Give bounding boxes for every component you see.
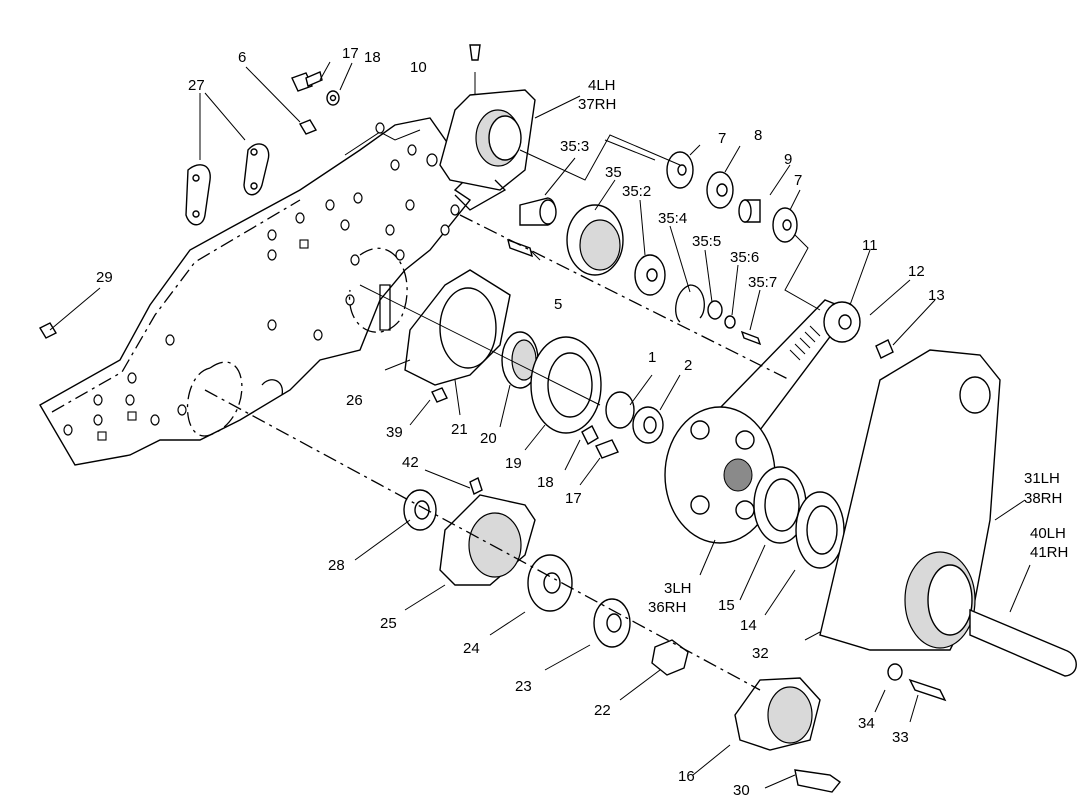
label-36rh: 36RH [648, 599, 686, 616]
label-17-mid: 17 [565, 490, 582, 507]
label-7-left: 7 [718, 130, 726, 147]
label-8: 8 [754, 127, 762, 144]
label-15: 15 [718, 597, 735, 614]
label-17-top: 17 [342, 45, 359, 62]
label-35-3: 35:3 [560, 138, 589, 155]
small-hardware [39, 71, 619, 459]
label-12: 12 [908, 263, 925, 280]
label-42: 42 [402, 454, 419, 471]
label-30: 30 [733, 782, 750, 799]
upper-shaft-parts [507, 151, 798, 346]
center-lines [204, 134, 821, 691]
label-9: 9 [784, 151, 792, 168]
label-29: 29 [96, 269, 113, 286]
label-16: 16 [678, 768, 695, 785]
label-13: 13 [928, 287, 945, 304]
label-35-5: 35:5 [692, 233, 721, 250]
leader-lines [49, 61, 1031, 789]
label-35: 35 [605, 164, 622, 181]
label-41rh: 41RH [1030, 544, 1068, 561]
drive-pulley [664, 406, 845, 569]
gear-cover [819, 349, 1077, 677]
label-31lh: 31LH [1024, 470, 1060, 487]
side-plate [39, 117, 472, 466]
label-39: 39 [386, 424, 403, 441]
label-5: 5 [554, 296, 562, 313]
label-25: 25 [380, 615, 397, 632]
label-14: 14 [740, 617, 757, 634]
clamp-halves [185, 143, 270, 226]
label-35-6: 35:6 [730, 249, 759, 266]
label-1: 1 [648, 349, 656, 366]
label-24: 24 [463, 640, 480, 657]
label-40lh: 40LH [1030, 525, 1066, 542]
lower-shaft-parts [403, 477, 947, 793]
label-21: 21 [451, 421, 468, 438]
label-20: 20 [480, 430, 497, 447]
label-35-2: 35:2 [622, 183, 651, 200]
label-26: 26 [346, 392, 363, 409]
label-6: 6 [238, 49, 246, 66]
label-2: 2 [684, 357, 692, 374]
label-35-4: 35:4 [658, 210, 687, 227]
label-18-top: 18 [364, 49, 381, 66]
label-19: 19 [505, 455, 522, 472]
label-7-right: 7 [794, 172, 802, 189]
label-28: 28 [328, 557, 345, 574]
label-34: 34 [858, 715, 875, 732]
label-10: 10 [410, 59, 427, 76]
label-33: 33 [892, 729, 909, 746]
label-22: 22 [594, 702, 611, 719]
label-35-7: 35:7 [748, 274, 777, 291]
label-18-mid: 18 [537, 474, 554, 491]
label-32: 32 [752, 645, 769, 662]
label-4lh: 4LH [588, 77, 616, 94]
label-23: 23 [515, 678, 532, 695]
label-11: 11 [862, 237, 878, 254]
label-27: 27 [188, 77, 205, 94]
label-37rh: 37RH [578, 96, 616, 113]
label-3lh: 3LH [664, 580, 692, 597]
bearing-flanges [404, 269, 664, 444]
belt-and-pulley [716, 299, 894, 431]
bearing-housing-top [439, 44, 536, 211]
part-labels: 17 18 6 27 10 4LH 37RH 29 7 8 9 7 35:3 3… [96, 45, 1068, 799]
label-38rh: 38RH [1024, 490, 1062, 507]
